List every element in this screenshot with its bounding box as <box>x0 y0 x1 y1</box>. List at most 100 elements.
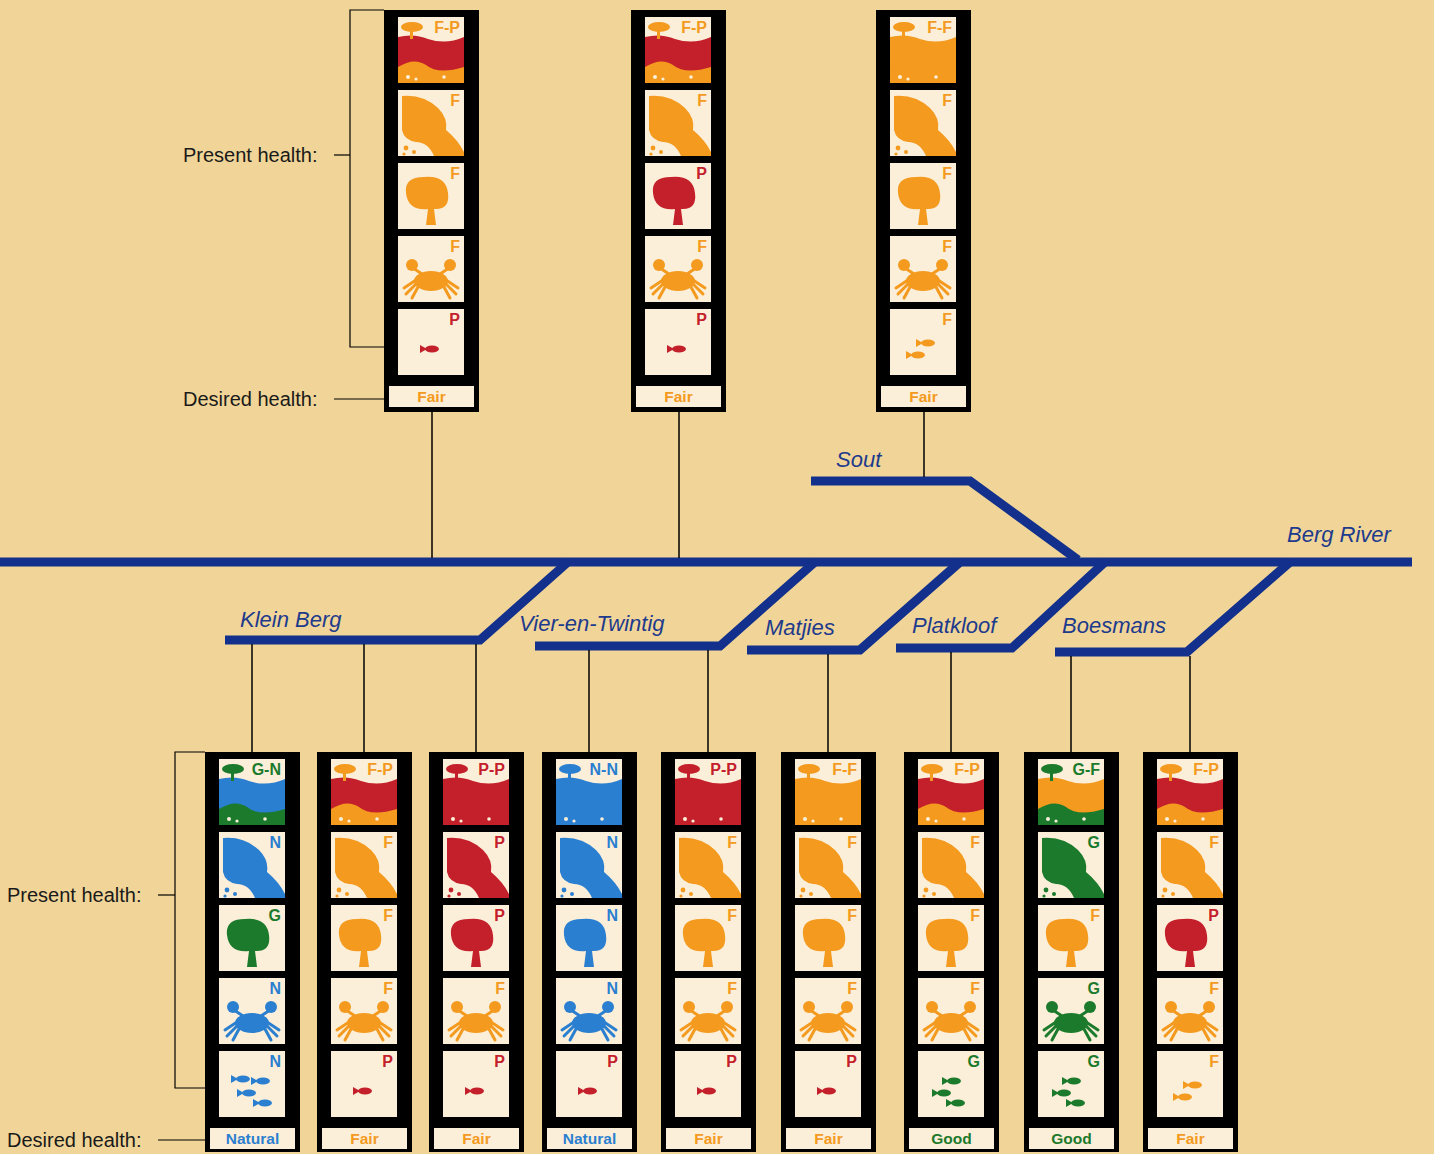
hill-shape <box>890 35 956 83</box>
crab-leg <box>377 1029 383 1040</box>
tile-ground <box>645 90 711 156</box>
tile-ground <box>556 1051 622 1117</box>
health-code: F-F <box>927 19 952 37</box>
tile-ground <box>1038 1051 1104 1117</box>
health-code: F <box>450 92 460 110</box>
health-tiles <box>661 752 756 1152</box>
health-tile <box>675 978 741 1044</box>
leader-line <box>158 1139 205 1140</box>
site-line <box>950 652 952 752</box>
stream-shape <box>398 61 464 83</box>
pebble <box>337 888 342 893</box>
tile-ground <box>795 905 861 971</box>
health-column: N-NNNNPNatural <box>542 752 637 1152</box>
tile-ground <box>675 1051 741 1117</box>
health-tile <box>1157 1051 1223 1117</box>
fish-tail <box>420 345 427 353</box>
stream-shape <box>675 803 741 825</box>
stream-shape <box>918 803 984 825</box>
health-code: F <box>942 311 952 329</box>
pebble <box>803 817 807 821</box>
tile-ground <box>219 759 285 825</box>
crab-claw <box>1046 1001 1058 1013</box>
pebble <box>649 152 652 155</box>
river-name: Berg River <box>1287 522 1391 548</box>
hill-shape <box>645 35 711 83</box>
desired-health: Fair <box>636 386 721 407</box>
tributary <box>1055 562 1290 652</box>
crab-claw <box>265 1001 277 1013</box>
health-code: F-P <box>954 761 980 779</box>
tile-ground <box>645 17 711 83</box>
health-code: F <box>847 834 857 852</box>
desired-box <box>1148 1128 1233 1149</box>
fish-tail <box>916 339 923 347</box>
health-tile <box>398 236 464 302</box>
crab-claw <box>1084 1001 1096 1013</box>
health-tiles <box>1024 752 1119 1152</box>
pebble <box>233 892 237 896</box>
health-tile <box>918 832 984 898</box>
health-column: F-PFFFGGood <box>904 752 999 1152</box>
fish-tail <box>353 1087 360 1095</box>
health-code: P <box>696 311 707 329</box>
health-column: F-PFFFPFair <box>384 10 479 412</box>
health-code: F <box>697 238 707 256</box>
pebble <box>345 892 349 896</box>
pebble <box>447 894 450 897</box>
fish-tail <box>946 1099 953 1107</box>
health-code: F <box>383 834 393 852</box>
fish-body <box>1071 1100 1085 1107</box>
pebble <box>906 77 909 80</box>
pebble <box>1082 817 1086 821</box>
health-tile <box>331 905 397 971</box>
tile-ground <box>645 163 711 229</box>
river-name: Boesmans <box>1062 613 1166 639</box>
health-tile <box>219 978 285 1044</box>
crab-leg <box>1171 1029 1177 1040</box>
hill-shape <box>795 777 861 825</box>
health-column: P-PPPFPFair <box>429 752 524 1152</box>
health-tile <box>219 759 285 825</box>
crab-leg <box>489 1029 495 1040</box>
pebble <box>406 75 410 79</box>
health-tile <box>918 978 984 1044</box>
health-code: F <box>383 907 393 925</box>
health-code: F <box>697 92 707 110</box>
crab-claw <box>926 1001 938 1013</box>
hill-shape <box>556 777 622 825</box>
pebble <box>691 819 694 822</box>
health-tile <box>443 978 509 1044</box>
leader-line <box>334 154 350 155</box>
health-code: P <box>726 1053 737 1071</box>
health-code: F-P <box>367 761 393 779</box>
crab-claw <box>489 1001 501 1013</box>
health-code: N <box>606 907 618 925</box>
crab-claw <box>564 1001 576 1013</box>
desired-box <box>909 1128 994 1149</box>
pebble <box>225 888 230 893</box>
health-code: F <box>942 92 952 110</box>
pebble <box>689 75 693 79</box>
crab-claw <box>841 1001 853 1013</box>
pebble <box>375 817 379 821</box>
health-tile <box>219 1051 285 1117</box>
fish-body <box>236 1076 250 1083</box>
crab-leg <box>932 1029 938 1040</box>
health-code: F <box>1209 834 1219 852</box>
pebble <box>442 75 446 79</box>
tile-ground <box>219 905 285 971</box>
site-line <box>827 654 829 752</box>
site-line <box>1189 656 1191 752</box>
fish-body <box>937 1090 951 1097</box>
health-code: F <box>942 238 952 256</box>
health-tile <box>645 17 711 83</box>
health-tile <box>890 236 956 302</box>
hill-shape <box>1038 777 1104 825</box>
health-code: N <box>269 1053 281 1071</box>
tile-ground <box>219 978 285 1044</box>
crab-claw <box>653 259 665 271</box>
desired-health: Fair <box>322 1128 407 1149</box>
fish-tail <box>1066 1099 1073 1107</box>
bracket <box>175 752 205 1088</box>
